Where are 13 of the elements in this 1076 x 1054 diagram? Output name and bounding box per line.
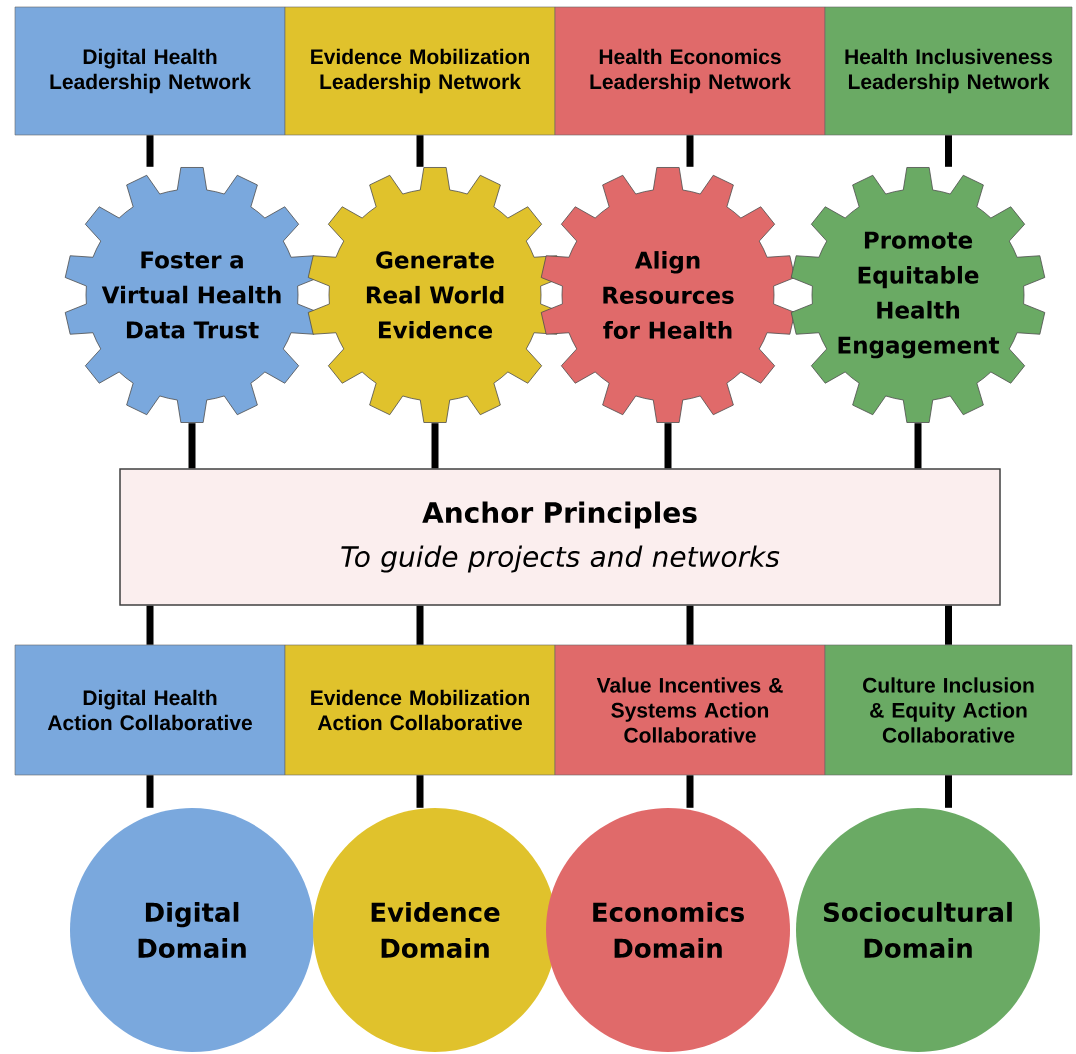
anchor-box: Anchor Principles To guide projects and networks xyxy=(119,468,1001,606)
collaborative-box: Digital Health Action Collaborative xyxy=(14,644,286,776)
network-box: Health Inclusiveness Leadership Network xyxy=(824,6,1073,136)
collaborative-box: Evidence Mobilization Action Collaborative xyxy=(284,644,556,776)
gear: Align Resources for Health xyxy=(540,167,796,423)
gear: Generate Real World Evidence xyxy=(307,167,563,423)
network-box: Evidence Mobilization Leadership Network xyxy=(284,6,556,136)
gear: Promote Equitable Health Engagement xyxy=(790,167,1046,423)
network-box: Digital Health Leadership Network xyxy=(14,6,286,136)
collaborative-box: Value Incentives & Systems Action Collaborative xyxy=(554,644,826,776)
collaborative-box: Culture Inclusion & Equity Action Collaborative xyxy=(824,644,1073,776)
network-box: Health Economics Leadership Network xyxy=(554,6,826,136)
gear: Foster a Virtual Health Data Trust xyxy=(64,167,320,423)
